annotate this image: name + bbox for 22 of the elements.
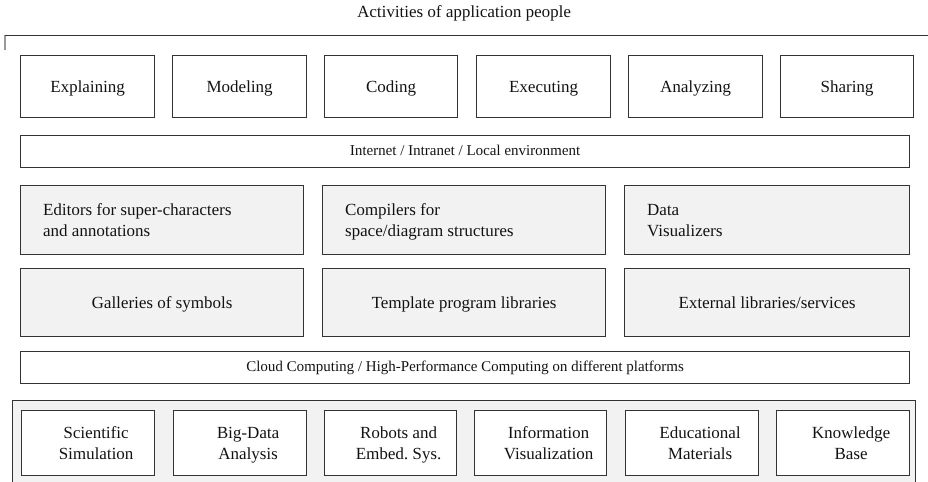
layer-bar: Cloud Computing / High-Performance Computing on different platforms: [20, 351, 910, 384]
application-box: Big-Data Analysis: [173, 410, 307, 476]
activity-box: Sharing: [780, 55, 914, 118]
tool-box: Editors for super-characters and annotations: [20, 185, 304, 255]
layer-bar: Internet / Intranet / Local environment: [20, 135, 910, 168]
application-box: Scientific Simulation: [21, 410, 155, 476]
group-frame: [12, 400, 916, 482]
library-box: External libraries/services: [624, 268, 910, 337]
application-box: Knowledge Base: [776, 410, 910, 476]
application-box: Robots and Embed. Sys.: [324, 410, 457, 476]
application-box: Information Visualization: [474, 410, 607, 476]
activity-box: Modeling: [172, 55, 307, 118]
library-box: Galleries of symbols: [20, 268, 304, 337]
library-box: Template program libraries: [322, 268, 606, 337]
tool-box: Data Visualizers: [624, 185, 910, 255]
activity-box: Coding: [324, 55, 458, 118]
diagram-title: Activities of application people: [356, 2, 572, 22]
application-box: Educational Materials: [625, 410, 759, 476]
tool-box: Compilers for space/diagram structures: [322, 185, 606, 255]
activity-box: Explaining: [20, 55, 155, 118]
activity-box: Executing: [476, 55, 611, 118]
activity-box: Analyzing: [628, 55, 763, 118]
